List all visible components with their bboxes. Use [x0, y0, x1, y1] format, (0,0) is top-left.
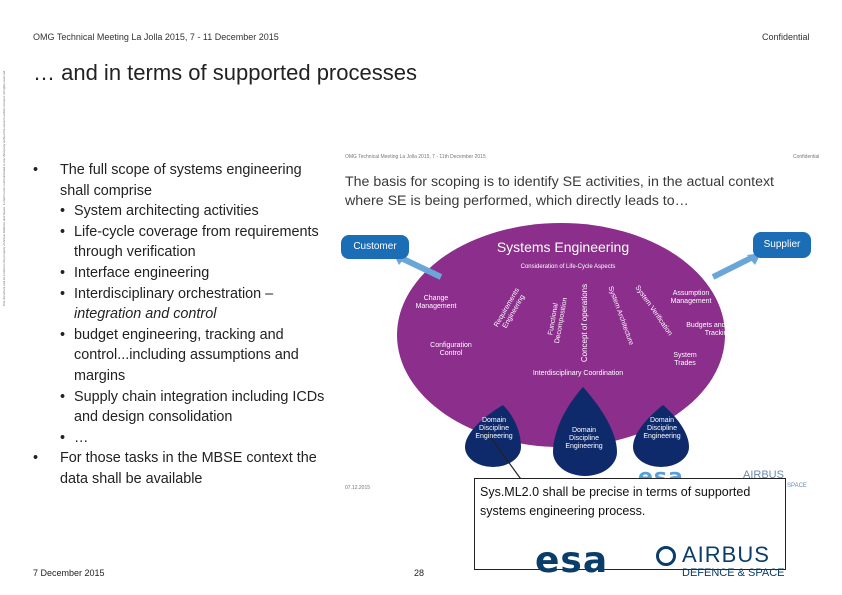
- bullet-list: •The full scope of systems engineering s…: [33, 160, 333, 490]
- callout-pointer: [482, 426, 524, 483]
- bullet-item: •The full scope of systems engineering s…: [33, 162, 302, 199]
- sub-bullet-item: •budget engineering, tracking and contro…: [60, 326, 299, 384]
- budgets-label: Budgets and Budget Tracking: [686, 322, 750, 337]
- embedded-question: The basis for scoping is to identify SE …: [345, 174, 774, 209]
- customer-box: Customer: [341, 235, 409, 259]
- interdisciplinary-label: Interdisciplinary Coordination: [532, 370, 624, 377]
- airbus-logo: AIRBUS: [682, 542, 770, 567]
- change-management-label: Change Management: [415, 295, 457, 310]
- bullet-item: •For those tasks in the MBSE context the…: [33, 450, 317, 487]
- sub-bullet-item: •System architecting activities: [60, 203, 259, 220]
- legal-text: This document and its content is the pro…: [2, 70, 6, 307]
- lifecycle-label: Consideration of Life-Cycle Aspects: [520, 264, 616, 270]
- sub-bullet-item: •Supply chain integration including ICDs…: [60, 388, 325, 426]
- domain-drop-3: [633, 405, 689, 467]
- meeting-header: OMG Technical Meeting La Jolla 2015, 7 -…: [33, 32, 279, 42]
- embedded-slide: OMG Technical Meeting La Jolla 2015, 7 -…: [333, 147, 819, 502]
- embedded-header: OMG Technical Meeting La Jolla 2015, 7 -…: [345, 154, 486, 160]
- domain-drop-1: [465, 405, 521, 467]
- airbus-emblem-icon: [656, 546, 676, 566]
- slide-title: … and in terms of supported processes: [33, 60, 417, 85]
- confidential-label: Confidential: [762, 32, 810, 42]
- se-diagram: [393, 223, 761, 483]
- system-trades-label: System Trades: [673, 352, 697, 367]
- airbus-subtitle: DEFENCE & SPACE: [682, 567, 785, 579]
- footer-date: 7 December 2015: [33, 568, 105, 578]
- concept-operations-label: Concept of operations: [580, 283, 589, 363]
- sub-bullet-item: •Interdisciplinary orchestration –integr…: [60, 285, 274, 323]
- se-title: Systems Engineering: [496, 239, 630, 255]
- domain-drop-2: [553, 387, 617, 476]
- domain-label-2: Domain Discipline Engineering: [565, 427, 603, 450]
- esa-logo: esa: [535, 540, 609, 581]
- domain-label-3: Domain Discipline Engineering: [643, 417, 681, 440]
- sub-bullet-item: •…: [60, 429, 89, 446]
- supplier-arrow: [711, 254, 755, 280]
- domain-label-1: Domain Discipline Engineering: [475, 417, 513, 440]
- embedded-footer-date: 07.12.2015: [345, 485, 371, 491]
- supplier-box: Supplier: [753, 232, 811, 258]
- assumption-management-label: Assumption Management: [670, 290, 712, 305]
- customer-arrow: [397, 254, 443, 280]
- configuration-control-label: Configuration Control: [430, 342, 472, 357]
- sub-bullet-item: •Interface engineering: [60, 264, 210, 281]
- callout-box: Sys.ML2.0 shall be precise in terms of s…: [474, 478, 786, 570]
- legal-sidebar: This document and its content is the pro…: [2, 70, 12, 520]
- se-ellipse: [397, 223, 725, 447]
- sub-bullet-item: •Life-cycle coverage from requirements t…: [60, 223, 319, 261]
- page-number: 28: [414, 568, 425, 578]
- embedded-confidential: Confidential: [793, 154, 820, 160]
